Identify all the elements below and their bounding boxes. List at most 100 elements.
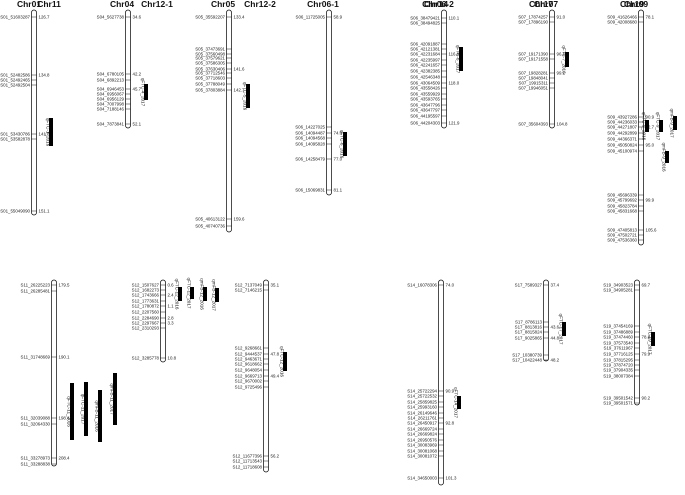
- marker-label: S19_37611967: [604, 346, 634, 351]
- marker-label: S12_11713543: [233, 459, 263, 464]
- qtl-interval: [651, 332, 655, 346]
- marker-label: S09_44366371: [607, 137, 637, 142]
- position-label: 44.8: [551, 336, 560, 341]
- marker-label: S14_26450917: [407, 421, 437, 426]
- marker-label: S12_7146215: [235, 288, 263, 293]
- qtl-interval: [562, 322, 566, 336]
- position-label: 90.9: [446, 389, 455, 394]
- marker-label: S09_47536360: [607, 238, 637, 243]
- marker-label: S19_37716125: [603, 352, 633, 357]
- chromosome-title: Chr06-2: [422, 0, 454, 9]
- marker-label: S12_2310293: [132, 326, 160, 331]
- marker-label: S09_44292899: [607, 131, 637, 136]
- qtl-interval: [113, 373, 117, 425]
- position-label: 134.8: [39, 73, 51, 78]
- marker-label: S14_25722294: [407, 389, 437, 394]
- marker-label: S12_1682273: [132, 288, 160, 293]
- chromosome-title: Chr17: [529, 0, 553, 9]
- marker-label: S19_37815295: [603, 358, 633, 363]
- position-label: 81.1: [334, 188, 343, 193]
- position-label: 47.8: [271, 352, 280, 357]
- marker-label: S14_30081068: [407, 449, 437, 454]
- chromosome-title: Chr19: [620, 0, 644, 9]
- marker-label: S14_16078306: [407, 283, 437, 288]
- marker-label: S06_42241657: [410, 63, 440, 68]
- position-label: 110.1: [449, 16, 460, 21]
- marker-label: S12_9268661: [235, 346, 263, 351]
- position-label: 34.6: [133, 15, 142, 20]
- marker-label: S14_25859825: [407, 400, 437, 405]
- qtl-interval: [283, 352, 287, 371]
- position-label: 10.8: [168, 356, 177, 361]
- marker-label: S06_14094487: [295, 131, 325, 136]
- chromosome-bar: [160, 279, 166, 363]
- marker-label: S19_39501542: [603, 396, 633, 401]
- qtl-label: qmFB-11_2017: [110, 383, 115, 415]
- marker-label: S17_9025865: [515, 336, 543, 341]
- marker-label: S07_17874257: [518, 15, 548, 20]
- marker-label: S12_2284690: [132, 316, 160, 321]
- marker-label: S01_52492465: [0, 78, 30, 83]
- position-label: 141.6: [234, 67, 246, 72]
- marker-label: S19_39501571: [603, 401, 633, 406]
- marker-label: S06_43647796: [410, 103, 440, 108]
- qtl-label: qFTC-12_2016: [175, 279, 180, 310]
- qtl-label: qFTC-12_2016: [280, 346, 285, 377]
- marker-label: S12_9669713: [235, 374, 263, 379]
- position-label: 190.1: [59, 355, 71, 360]
- marker-label: S12_11718608: [233, 465, 263, 470]
- position-label: 56.2: [271, 454, 280, 459]
- qtl-label: qFTC-11_2017: [81, 394, 86, 425]
- marker-label: S06_14258479: [295, 157, 325, 162]
- qtl-interval: [659, 120, 663, 132]
- qtl-label: qFTC-6_2016: [340, 130, 345, 159]
- marker-label: S07_19946051: [518, 86, 548, 91]
- position-label: 2.8: [168, 316, 175, 321]
- marker-label: S14_26149646: [407, 411, 437, 416]
- position-label: 179.5: [59, 283, 71, 288]
- marker-label: S14_30083969: [407, 443, 437, 448]
- marker-label: S06_14227025: [295, 125, 325, 130]
- position-label: 48.2: [551, 358, 560, 363]
- position-label: 95.0: [646, 143, 655, 148]
- marker-label: S05_40740736: [195, 224, 225, 229]
- marker-label: S06_44204303: [410, 121, 440, 126]
- marker-label: S06_43064509: [410, 81, 440, 86]
- chromosome-bar: [543, 279, 549, 362]
- marker-label: S04_6946453: [97, 87, 125, 92]
- marker-label: S11_32064330: [21, 422, 51, 427]
- marker-label: S01_52492504: [0, 83, 30, 88]
- marker-label: S05_37788049: [195, 82, 225, 87]
- marker-label: S12_11677396: [233, 454, 263, 459]
- marker-label: S06_42546348: [410, 75, 440, 80]
- position-label: 208.4: [59, 456, 71, 461]
- qtl-interval: [673, 116, 677, 130]
- qtl-label: qmFB-9_2016: [662, 142, 667, 172]
- marker-label: S04_6956129: [97, 97, 125, 102]
- position-label: 116.9: [449, 52, 460, 57]
- qtl-label: qFTC-9_2017: [656, 112, 661, 141]
- chromosome-title: Chr04: [110, 0, 134, 9]
- marker-label: S01_51603287: [0, 15, 30, 20]
- marker-label: S19_38007384: [603, 374, 633, 379]
- chromosome-bar: [638, 9, 644, 246]
- qtl-label: qFTC-17_2017: [559, 314, 564, 345]
- marker-label: S14_25993160: [407, 405, 437, 410]
- marker-label: S06_43647797: [410, 108, 440, 113]
- position-label: 92.7: [646, 125, 655, 130]
- qtl-label: qFTC-6_2017: [456, 45, 461, 74]
- position-label: 45.7: [133, 87, 142, 92]
- marker-label: S12_1773631: [132, 299, 160, 304]
- position-label: 90.9: [646, 115, 655, 120]
- position-label: 43.6: [551, 325, 560, 330]
- position-label: 121.9: [449, 121, 461, 126]
- qtl-interval: [665, 151, 669, 163]
- marker-label: S09_45696339: [607, 193, 637, 198]
